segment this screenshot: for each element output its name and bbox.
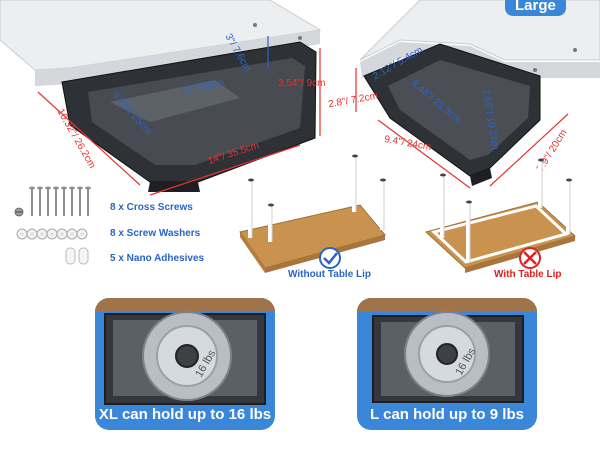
accessory-label-adhesives: 5 x Nano Adhesives [110,253,205,264]
xl-mount-hole [253,23,257,27]
screw-icon [14,207,24,217]
without-table-lip-label: Without Table Lip [288,269,372,280]
l-dim-line-length [489,113,569,187]
xl-drawer-divider [110,80,240,122]
xl-capacity-panel: 16 lbs XL can hold up to 16 lbs [95,298,275,430]
cross-icon [519,247,541,269]
adhesive-icon [65,247,89,265]
l-capacity-panel: 16 lbs L can hold up to 9 lbs [357,298,537,430]
xl-mount-hole [298,36,302,40]
xl-dim-line-length [149,144,301,196]
l-capacity-text: L can hold up to 9 lbs [370,406,524,423]
with-table-lip-label: With Table Lip [494,269,562,280]
screw-row [31,188,89,216]
size-badge-text: Large [515,0,556,14]
check-icon [319,247,341,269]
xl-desk-edge [35,30,320,86]
l-mount-hole [573,48,577,52]
xl-depth-label: 3.54"/ 9cm [278,78,326,89]
l-dim-line-width [377,119,471,189]
l-weight-photo: 16 lbs [357,298,537,403]
table-with-lip [424,158,576,273]
accessory-label-screws: 8 x Cross Screws [110,202,193,213]
table-without-lip [239,154,386,273]
xl-capacity-text: XL can hold up to 16 lbs [98,406,272,423]
table-illustrations [239,154,576,273]
l-drawer-inner [388,60,530,160]
accessory-label-washers: 8 x Screw Washers [110,228,201,239]
accessory-illustrations [14,186,91,265]
xl-drawer-inner [88,58,305,165]
size-badge: Large [505,0,566,16]
l-mount-hole [533,68,537,72]
l-drawer-front [470,168,492,186]
xl-dim-line-width [37,91,141,186]
xl-weight-photo: 16 lbs [95,298,275,405]
